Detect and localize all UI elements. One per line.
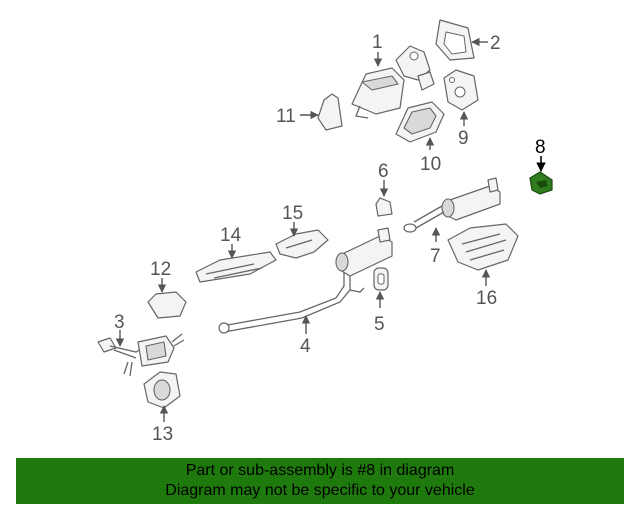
part-9-heat-shield[interactable] [443, 69, 479, 111]
part-1-catalytic-converter[interactable] [351, 45, 435, 119]
part-4-center-pipe[interactable] [218, 227, 393, 334]
callout-11: 11 [276, 106, 296, 127]
callout-6: 6 [378, 161, 389, 182]
callout-7: 7 [430, 246, 441, 267]
callout-15: 15 [282, 203, 303, 224]
part-8-hanger-highlighted[interactable] [529, 171, 553, 195]
callout-16: 16 [476, 288, 497, 309]
part-10-heat-shield[interactable] [395, 101, 445, 143]
info-banner: Part or sub-assembly is #8 in diagram Di… [16, 458, 624, 504]
part-6-hanger[interactable] [375, 197, 393, 217]
callout-14: 14 [220, 225, 242, 246]
callout-4: 4 [300, 336, 311, 357]
part-16-heat-shield[interactable] [447, 223, 519, 271]
part-15-heat-shield[interactable] [275, 229, 329, 259]
part-14-heat-shield[interactable] [195, 251, 277, 283]
exhaust-parts-diagram: 1 2 9 10 11 6 7 [97, 19, 553, 445]
callout-12: 12 [150, 259, 171, 280]
banner-line-part: Part or sub-assembly is #8 in diagram [185, 462, 455, 479]
callout-2: 2 [490, 33, 501, 54]
callout-1: 1 [372, 32, 383, 53]
banner-line-disclaimer: Diagram may not be specific to your vehi… [165, 482, 475, 499]
callout-13: 13 [152, 424, 173, 445]
part-12-gasket[interactable] [147, 291, 187, 319]
callout-9: 9 [458, 128, 469, 149]
part-5-mount-rubber[interactable] [373, 267, 389, 291]
part-11-bracket[interactable] [317, 93, 343, 131]
callout-8: 8 [535, 137, 546, 158]
part-7-muffler[interactable] [403, 177, 501, 233]
part-2-gasket[interactable] [435, 19, 475, 61]
callout-5: 5 [374, 314, 385, 335]
callout-3: 3 [114, 312, 125, 333]
callout-10: 10 [420, 154, 441, 175]
part-13-heat-shield[interactable] [143, 371, 181, 409]
part-3-front-pipe[interactable] [97, 333, 185, 377]
